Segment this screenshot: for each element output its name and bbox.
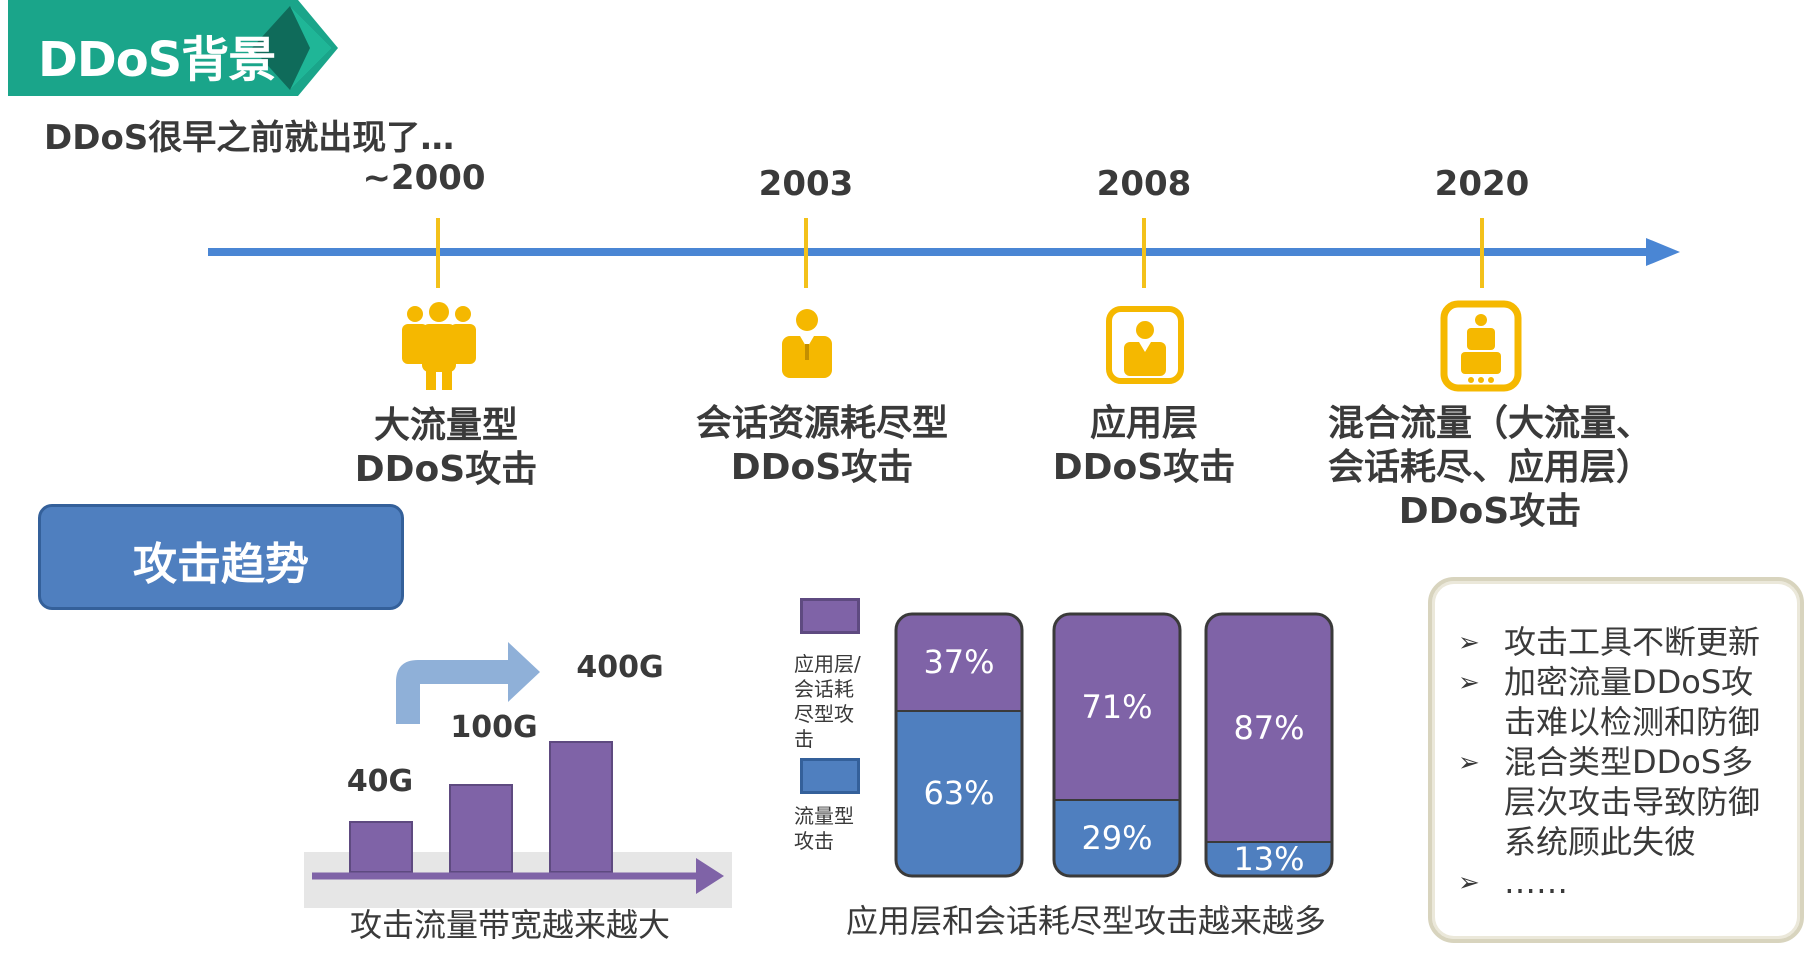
stack-segment-app xyxy=(1054,614,1180,801)
stack-segment-traffic xyxy=(1054,800,1180,876)
bandwidth-chart xyxy=(304,642,732,908)
era-label: 应用层 DDoS攻击 xyxy=(1052,403,1236,488)
page-title: DDoS背景 xyxy=(38,32,276,88)
stack-percent-app: 37% xyxy=(923,643,995,682)
stack-outline xyxy=(1204,612,1334,878)
era-label: 混合流量（大流量、 会话耗尽、应用层） DDoS攻击 xyxy=(1327,403,1653,532)
stack-segment-app xyxy=(1206,614,1332,842)
header-banner xyxy=(8,0,338,96)
stack-segment-traffic xyxy=(1206,841,1332,876)
robot-in-frame-icon xyxy=(1440,300,1522,392)
subtitle: DDoS很早之前就出现了… xyxy=(44,118,455,158)
note-item: 攻击工具不断更新 xyxy=(1504,623,1761,661)
legend-swatch-app xyxy=(800,598,860,634)
bullet-arrow-icon: ➢ xyxy=(1458,668,1480,698)
timeline-axis xyxy=(208,218,1680,288)
bullet-arrow-icon: ➢ xyxy=(1458,868,1480,898)
note-item: …… xyxy=(1504,863,1568,901)
year-label: 2008 xyxy=(1096,164,1192,204)
note-item: 混合类型DDoS多 层次攻击导致防御 系统顾此失彼 xyxy=(1504,743,1761,861)
legend-label-traffic: 流量型攻击 xyxy=(794,804,854,853)
person-icon xyxy=(782,309,832,378)
legend-swatch-traffic xyxy=(800,758,860,794)
stack-percent-traffic: 29% xyxy=(1081,819,1153,857)
bar-value-label: 100G xyxy=(450,710,538,745)
person-in-frame-icon xyxy=(1106,306,1184,384)
bandwidth-bar xyxy=(449,784,513,873)
year-label: 2003 xyxy=(758,164,854,204)
composition-chart xyxy=(894,612,1334,878)
bar-value-label: 40G xyxy=(346,764,414,799)
bandwidth-caption: 攻击流量带宽越来越大 xyxy=(350,906,671,944)
bar-value-label: 400G xyxy=(576,650,664,685)
note-item: 加密流量DDoS攻 击难以检测和防御 xyxy=(1504,663,1761,741)
stack-segment-app xyxy=(896,614,1022,711)
legend-label-app: 应用层/会话耗尽型攻击 xyxy=(794,652,861,751)
composition-caption: 应用层和会话耗尽型攻击越来越多 xyxy=(846,902,1327,940)
bandwidth-bar xyxy=(549,741,613,873)
notes-box xyxy=(1428,577,1804,943)
stack-percent-traffic: 13% xyxy=(1233,839,1305,878)
trend-title: 攻击趋势 xyxy=(133,539,309,590)
trend-title-box xyxy=(38,504,404,610)
stack-percent-traffic: 63% xyxy=(923,774,995,813)
bullet-arrow-icon: ➢ xyxy=(1458,628,1480,658)
growth-arrow xyxy=(396,642,540,724)
stack-segment-traffic xyxy=(896,710,1022,876)
axis-arrowhead xyxy=(696,858,724,894)
stack-percent-app: 87% xyxy=(1233,708,1305,747)
bullet-arrow-icon: ➢ xyxy=(1458,748,1480,778)
stack-outline xyxy=(1052,612,1182,878)
stack-outline xyxy=(894,612,1024,878)
bandwidth-bar xyxy=(349,821,413,873)
stack-percent-app: 71% xyxy=(1081,688,1153,726)
crowd-icon xyxy=(402,302,476,390)
era-label: 会话资源耗尽型 DDoS攻击 xyxy=(695,403,949,488)
era-label: 大流量型 DDoS攻击 xyxy=(354,405,538,490)
year-label: 2020 xyxy=(1434,164,1530,204)
year-label: ~2000 xyxy=(362,158,486,198)
